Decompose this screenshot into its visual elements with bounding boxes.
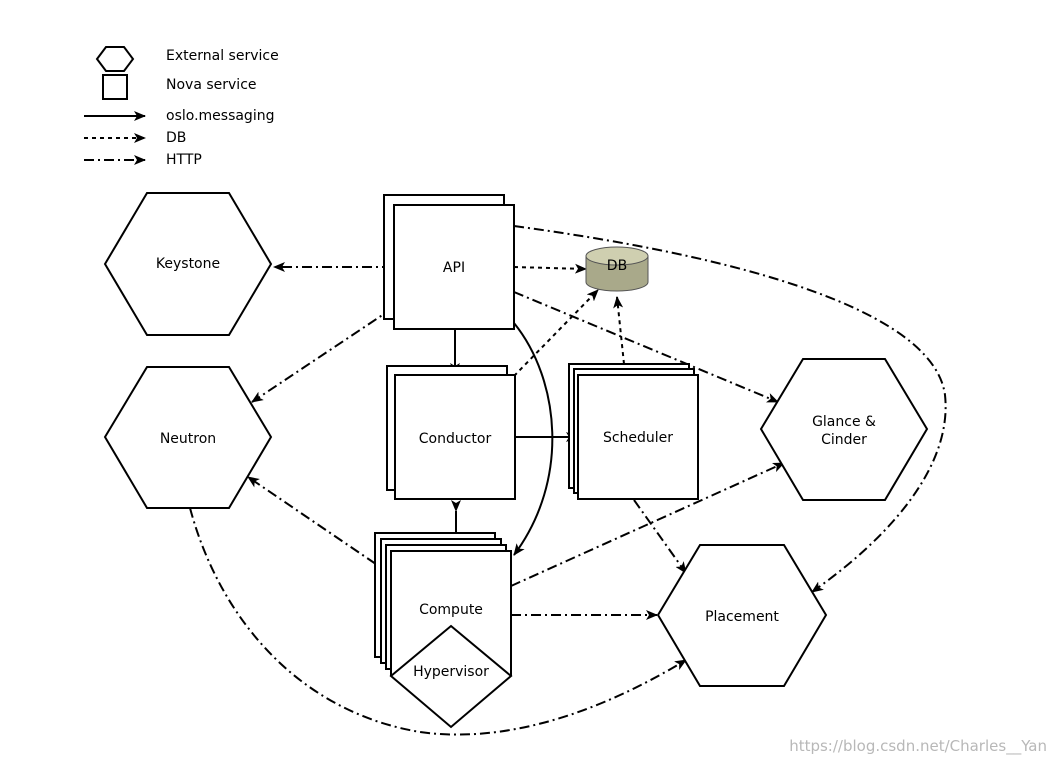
edge-compute-neutron [247,476,393,576]
db-label: DB [607,258,627,274]
scheduler-box [577,374,699,500]
edge-compute-glance-cinder [510,462,785,587]
compute-label: Compute [419,602,483,618]
neutron-hexagon [103,366,273,509]
legend: External service Nova service oslo.messa… [84,46,279,168]
placement-hexagon [656,544,828,687]
node-placement: Placement [656,544,828,687]
db-cylinder-body [585,255,649,292]
edge-api-glance-cinder [513,291,779,403]
legend-http-label: HTTP [166,152,202,168]
legend-oslo-messaging-label: oslo.messaging [166,108,274,124]
node-keystone: Keystone [103,192,273,336]
node-api: API [383,194,515,330]
node-db: DB [585,246,649,292]
edges [189,225,947,736]
neutron-label: Neutron [160,431,216,447]
edge-api-placement [513,225,947,593]
edge-neutron-placement [189,507,687,736]
api-box [393,204,515,330]
scheduler-label: Scheduler [603,430,673,446]
node-scheduler: Scheduler [568,363,699,500]
edge-scheduler-placement [633,499,687,574]
keystone-hexagon [103,192,273,336]
legend-db-label: DB [166,130,186,146]
node-neutron: Neutron [103,366,273,509]
glance-cinder-hexagon [759,358,929,501]
watermark-text: https://blog.csdn.net/Charles__Yan [789,737,1047,756]
hypervisor-label: Hypervisor [413,664,489,680]
glance-cinder-label-line2: Cinder [821,432,867,448]
keystone-label: Keystone [156,256,220,272]
hypervisor-diamond [389,624,513,729]
placement-label: Placement [705,609,779,625]
node-conductor: Conductor [386,365,516,500]
legend-external-service-label: External service [166,48,279,64]
glance-cinder-label-line1: Glance & [812,414,876,430]
conductor-label: Conductor [419,431,492,447]
edge-api-neutron [251,307,394,403]
legend-square-icon [102,74,128,100]
edge-scheduler-db [613,296,625,365]
node-compute: Compute Hypervisor [374,532,513,729]
edge-api-compute [513,322,554,556]
legend-nova-service-label: Nova service [166,77,257,93]
conductor-box [394,374,516,500]
api-label: API [443,260,465,276]
legend-hexagon-icon [95,46,135,72]
node-glance-cinder: Glance & Cinder [759,358,929,501]
edge-api-db [513,263,587,274]
db-cylinder-top [585,246,649,266]
